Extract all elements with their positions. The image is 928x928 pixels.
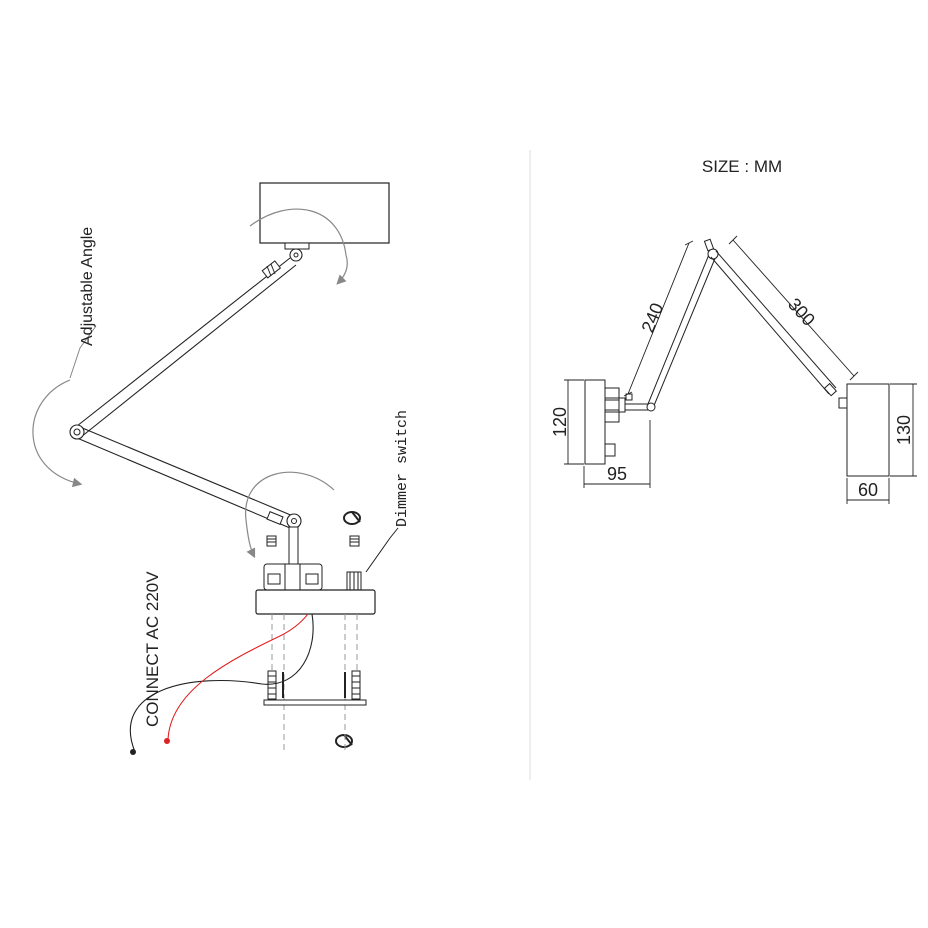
adjustable-angle-label: Adjustable Angle [79, 227, 96, 346]
dimmer-knob [346, 571, 362, 591]
base-hub [263, 563, 323, 591]
dim-lower-arm: 300 [784, 294, 819, 330]
dim-head-height: 130 [894, 415, 914, 445]
lower-arm [76, 426, 302, 529]
dimension-lines [564, 235, 917, 504]
dim-base-depth: 95 [607, 464, 627, 484]
dimmer-switch-label: Dimmer switch [394, 410, 411, 527]
neutral-wire [129, 613, 314, 753]
base-plate [255, 589, 376, 615]
wall-anchors [267, 670, 361, 700]
dim-shoulder-joint [646, 402, 656, 412]
dim-upper-arm: 240 [638, 300, 668, 335]
wall-plate [263, 699, 367, 706]
connect-ac-label: CONNECT AC 220V [143, 571, 162, 727]
dim-head [846, 383, 890, 477]
assembly-view: Adjustable Angle Dimmer switch CONNECT A… [32, 182, 411, 755]
screwdriver-rotate-icon [343, 511, 362, 525]
units-label: SIZE : MM [702, 157, 782, 176]
dim-base [584, 379, 606, 465]
wire-terminal [130, 749, 136, 755]
head-mount [284, 242, 310, 250]
lamp-head [259, 182, 390, 244]
dim-head-width: 60 [858, 480, 878, 500]
upper-arm [76, 248, 303, 438]
leader-adjustable [69, 325, 97, 379]
dim-base-height: 120 [550, 407, 570, 437]
arm-post [288, 526, 299, 566]
rotation-arrows [32, 208, 348, 559]
leader-dimmer [365, 527, 399, 573]
screwdriver-rotate-icon [335, 734, 354, 748]
wire-terminal [164, 738, 170, 744]
live-wire [167, 613, 309, 741]
dim-hub [604, 387, 648, 457]
grub-screws [266, 535, 360, 547]
dimension-view: SIZE : MM [550, 157, 917, 504]
